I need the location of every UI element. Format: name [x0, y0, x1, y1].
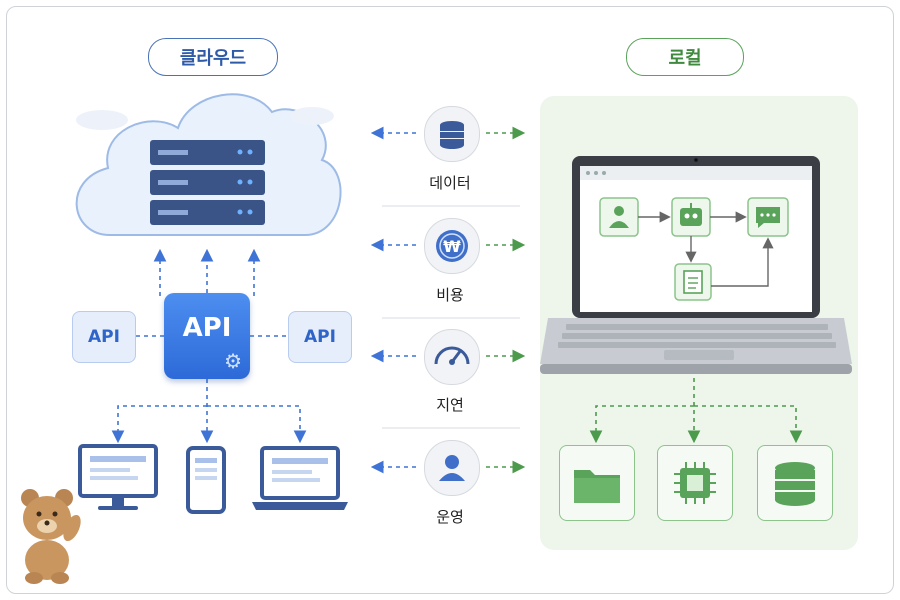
factor-label-data: 데이터	[429, 174, 471, 192]
folder-icon	[559, 445, 635, 521]
database-icon-local	[757, 445, 833, 521]
won-coin-icon: ₩	[424, 218, 480, 274]
factor-label-cost: 비용	[436, 286, 464, 304]
api-main-box: API ⚙	[164, 293, 250, 379]
api-main-label: API	[182, 313, 232, 343]
local-title: 로컬	[626, 38, 744, 76]
database-icon	[424, 106, 480, 162]
server-icon	[150, 140, 265, 225]
factor-label-operations: 운영	[436, 508, 464, 526]
gear-icon: ⚙	[224, 349, 242, 373]
speedometer-icon	[424, 329, 480, 385]
cpu-chip-icon	[657, 445, 733, 521]
factor-label-latency: 지연	[436, 396, 464, 414]
cloud-title: 클라우드	[148, 38, 278, 76]
api-box-right: API	[288, 311, 352, 363]
teddy-bear-mascot	[21, 489, 81, 584]
desktop-monitor-icon	[78, 444, 158, 510]
laptop-icon	[252, 446, 348, 510]
api-box-left: API	[72, 311, 136, 363]
smartphone-icon	[186, 446, 226, 514]
screen-workflow	[599, 197, 789, 301]
svg-text:₩: ₩	[443, 237, 461, 256]
user-icon	[424, 440, 480, 496]
